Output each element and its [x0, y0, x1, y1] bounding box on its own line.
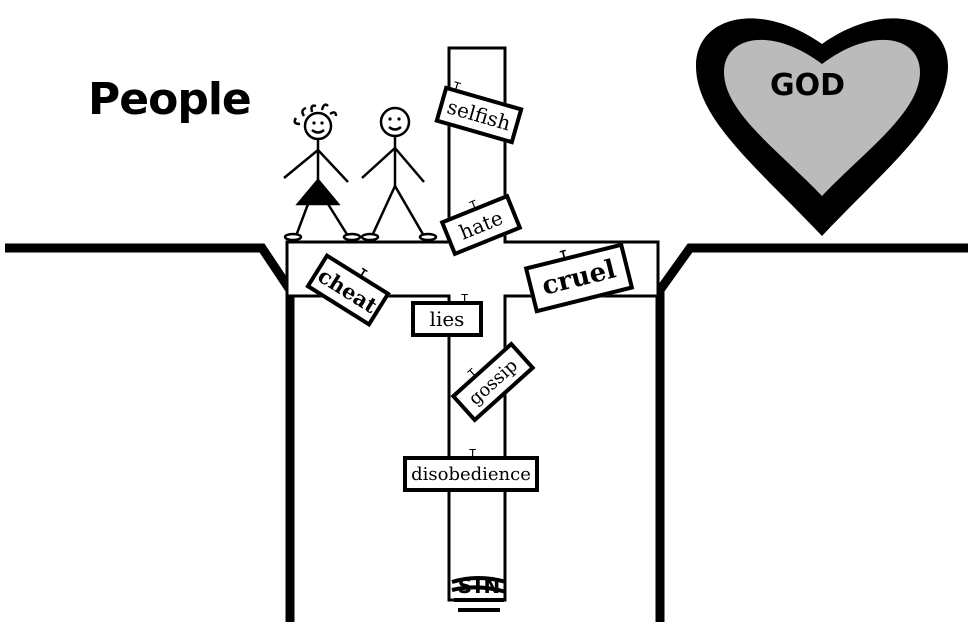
- sign-label: disobedience: [411, 463, 531, 485]
- woman-stick-figure: [283, 103, 362, 242]
- sign-label: lies: [429, 307, 465, 331]
- god-label: GOD: [770, 68, 846, 103]
- sin-label: SIN: [457, 574, 503, 598]
- chasm: [5, 243, 968, 622]
- man-stick-figure: [360, 106, 438, 242]
- sign-disobedience: T disobedience: [403, 448, 539, 492]
- nail-icon: T: [451, 78, 462, 95]
- spring-coil: [451, 576, 507, 612]
- sign-label: cruel: [539, 254, 619, 302]
- left-cliff: [5, 243, 295, 622]
- nail-icon: T: [469, 447, 477, 461]
- nail-icon: T: [461, 292, 469, 306]
- sign-lies: T lies: [411, 293, 483, 337]
- people-label: People: [88, 74, 252, 125]
- right-cliff: [655, 243, 968, 622]
- god-heart: [696, 18, 948, 236]
